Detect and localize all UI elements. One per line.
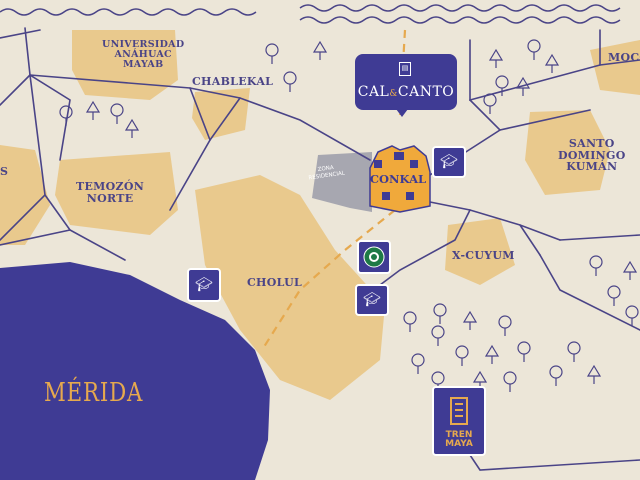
graduation-cap-icon: 🎓︎ — [195, 277, 213, 293]
cal-canto-pointer — [396, 109, 408, 117]
zone-xcuyum — [445, 218, 515, 285]
label-x-cuyum: X-CUYUM — [452, 249, 515, 262]
tree-icon — [124, 118, 140, 138]
starbucks-icon — [363, 246, 385, 268]
tree-icon — [283, 71, 297, 92]
marker-conkal[interactable]: CONKAL — [364, 146, 432, 212]
tree-icon — [431, 325, 445, 346]
zones — [0, 30, 640, 400]
tree-icon — [498, 315, 512, 336]
marker-tren-maya[interactable]: TREN MAYA — [432, 386, 486, 456]
tree-icon — [589, 255, 603, 276]
tree-icon — [622, 260, 638, 280]
school-pin-conkal[interactable]: 🎓︎ — [432, 146, 466, 178]
tree-icon — [549, 365, 563, 386]
tree-icon — [455, 345, 469, 366]
zona-residencial-area — [312, 152, 372, 212]
label-chablekal: CHABLEKAL — [192, 75, 274, 88]
label-merida: MÉRIDA — [44, 378, 144, 408]
tree-icon — [527, 39, 541, 60]
tree-icon — [411, 353, 425, 374]
tree-icon — [85, 100, 101, 120]
graduation-cap-icon: 🎓︎ — [440, 154, 458, 170]
cal-canto-title: CAL&CANTO — [357, 84, 455, 100]
zone-cholul — [195, 175, 385, 400]
starbucks-pin[interactable] — [357, 240, 391, 274]
tren-maya-label: TREN MAYA — [445, 430, 473, 450]
tree-icon — [483, 93, 497, 114]
marker-cal-canto[interactable]: ▤ CAL&CANTO — [355, 54, 457, 117]
tren-maya-logo-icon — [450, 397, 468, 425]
label-santo-domingo: SANTO DOMINGO KUMÁN — [558, 137, 626, 174]
conkal-building-icons — [374, 152, 418, 200]
label-mococha: MOCO — [608, 51, 640, 64]
tree-icon — [607, 285, 621, 306]
tree-icon — [312, 40, 328, 60]
zone-chablekal — [192, 88, 250, 140]
tree-icon — [265, 43, 279, 64]
tree-icon — [586, 364, 602, 384]
zone-left — [0, 145, 50, 245]
water-waves — [0, 4, 621, 24]
tree-icon — [403, 311, 417, 332]
tree-icon — [515, 76, 531, 96]
tree-icon — [433, 303, 447, 324]
label-left-edge: S — [0, 165, 9, 178]
school-pin-cholul[interactable]: 🎓︎ — [187, 268, 221, 302]
graduation-cap-icon: 🎓︎ — [363, 292, 381, 308]
tree-icon — [567, 341, 581, 362]
tree-icon — [625, 305, 639, 326]
tree-icon — [544, 53, 560, 73]
label-temozon: TEMOZÓN NORTE — [76, 180, 145, 205]
cal-canto-logo-icon: ▤ — [399, 62, 411, 76]
school-pin-route[interactable]: 🎓︎ — [355, 284, 389, 316]
label-universidad: UNIVERSIDAD ANÁHUAC MAYAB — [102, 39, 185, 70]
merida-city — [0, 262, 270, 480]
label-cholul: CHOLUL — [247, 276, 302, 289]
zone-mococha — [590, 40, 640, 95]
tree-icon — [59, 105, 73, 126]
zone-temozon — [55, 152, 178, 235]
conkal-label: CONKAL — [369, 172, 427, 186]
tree-icon — [462, 310, 478, 330]
tree-icon — [495, 75, 509, 96]
tree-icon — [517, 341, 531, 362]
tree-icon — [110, 103, 124, 124]
zone-universidad — [72, 30, 178, 100]
zone-santo-domingo — [525, 110, 610, 195]
tree-icon — [503, 371, 517, 392]
tree-icon — [484, 344, 500, 364]
tree-icon — [488, 48, 504, 68]
